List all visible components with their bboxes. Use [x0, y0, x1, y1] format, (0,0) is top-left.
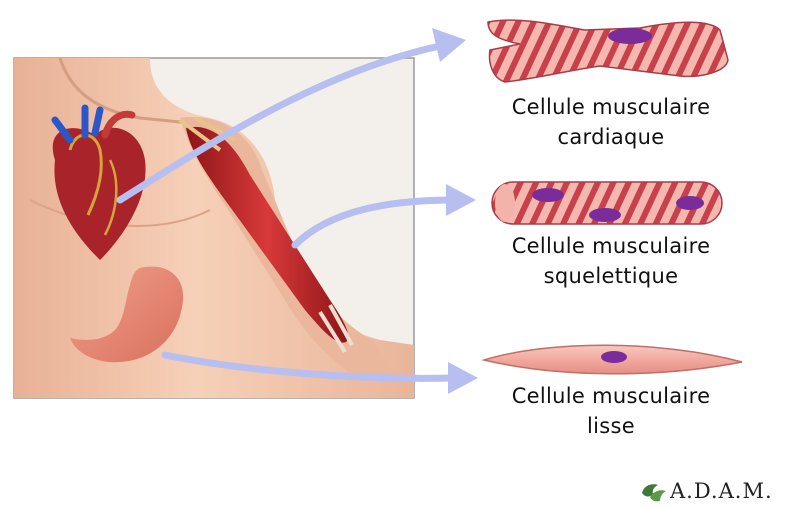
label-cardiac-cell: Cellule musculaire cardiaque: [470, 92, 752, 152]
label-cardiac-line1: Cellule musculaire: [470, 92, 752, 122]
label-smooth-line1: Cellule musculaire: [470, 381, 752, 411]
label-smooth-line2: lisse: [470, 411, 752, 441]
adam-logo: A.D.A.M.: [640, 478, 805, 504]
smooth-cell: [484, 345, 742, 374]
label-skeletal-line2: squelettique: [470, 261, 752, 291]
label-smooth-cell: Cellule musculaire lisse: [470, 381, 752, 441]
skeletal-cell: [492, 182, 722, 224]
logo-text: A.D.A.M.: [670, 478, 773, 504]
arrowheads: [432, 28, 478, 394]
label-cardiac-line2: cardiaque: [470, 122, 752, 152]
cardiac-cell: [488, 20, 728, 82]
label-skeletal-line1: Cellule musculaire: [470, 231, 752, 261]
leaf-icon: [640, 481, 668, 503]
label-skeletal-cell: Cellule musculaire squelettique: [470, 231, 752, 291]
